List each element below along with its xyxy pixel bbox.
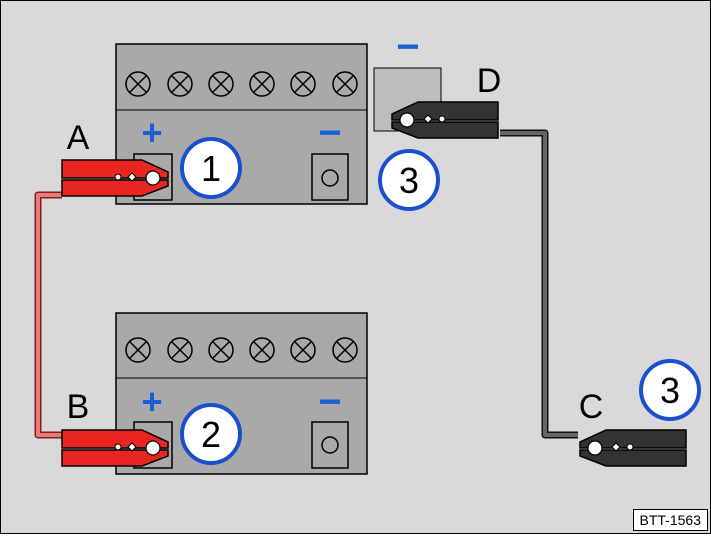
negative-cable-core: [500, 131, 578, 437]
clamp-a: [61, 159, 169, 197]
step-marker-1: 1: [180, 137, 242, 199]
ground-sign: −: [396, 25, 419, 69]
circle-cross-icon: [167, 71, 193, 97]
circle-cross-icon: [249, 71, 275, 97]
clamp-c: [579, 429, 687, 467]
svg-text:3: 3: [399, 160, 419, 201]
clamp-label-b: B: [67, 388, 90, 426]
circle-cross-icon: [125, 337, 151, 363]
circle-cross-icon: [290, 71, 316, 97]
circle-cross-icon: [249, 337, 275, 363]
positive-cable-core: [36, 193, 62, 437]
positive-sign: +: [141, 381, 162, 422]
negative-sign: −: [318, 380, 341, 424]
circle-cross-icon: [290, 337, 316, 363]
clamp-b: [61, 429, 169, 467]
step-marker-3-ground: 3: [378, 149, 440, 211]
svg-text:1: 1: [201, 148, 221, 189]
circle-cross-icon: [332, 337, 358, 363]
cell-caps: [125, 337, 358, 363]
cell-caps: [125, 71, 358, 97]
circle-cross-icon: [167, 337, 193, 363]
step-marker-2: 2: [180, 403, 242, 465]
circle-cross-icon: [332, 71, 358, 97]
negative-sign: −: [318, 111, 341, 155]
battery-terminal-icon: [311, 421, 349, 469]
circle-cross-icon: [125, 71, 151, 97]
clamp-d: [391, 101, 499, 139]
svg-text:2: 2: [201, 414, 221, 455]
circle-cross-icon: [208, 71, 234, 97]
step-marker-3-clamp-c: 3: [639, 359, 701, 421]
circle-cross-icon: [208, 337, 234, 363]
figure-reference: BTT-1563: [632, 509, 708, 531]
svg-text:3: 3: [660, 370, 680, 411]
clamp-label-a: A: [67, 119, 90, 157]
clamp-label-d: D: [477, 62, 502, 100]
battery-terminal-icon: [311, 153, 349, 201]
clamp-label-c: C: [579, 388, 604, 426]
positive-sign: +: [141, 112, 162, 153]
